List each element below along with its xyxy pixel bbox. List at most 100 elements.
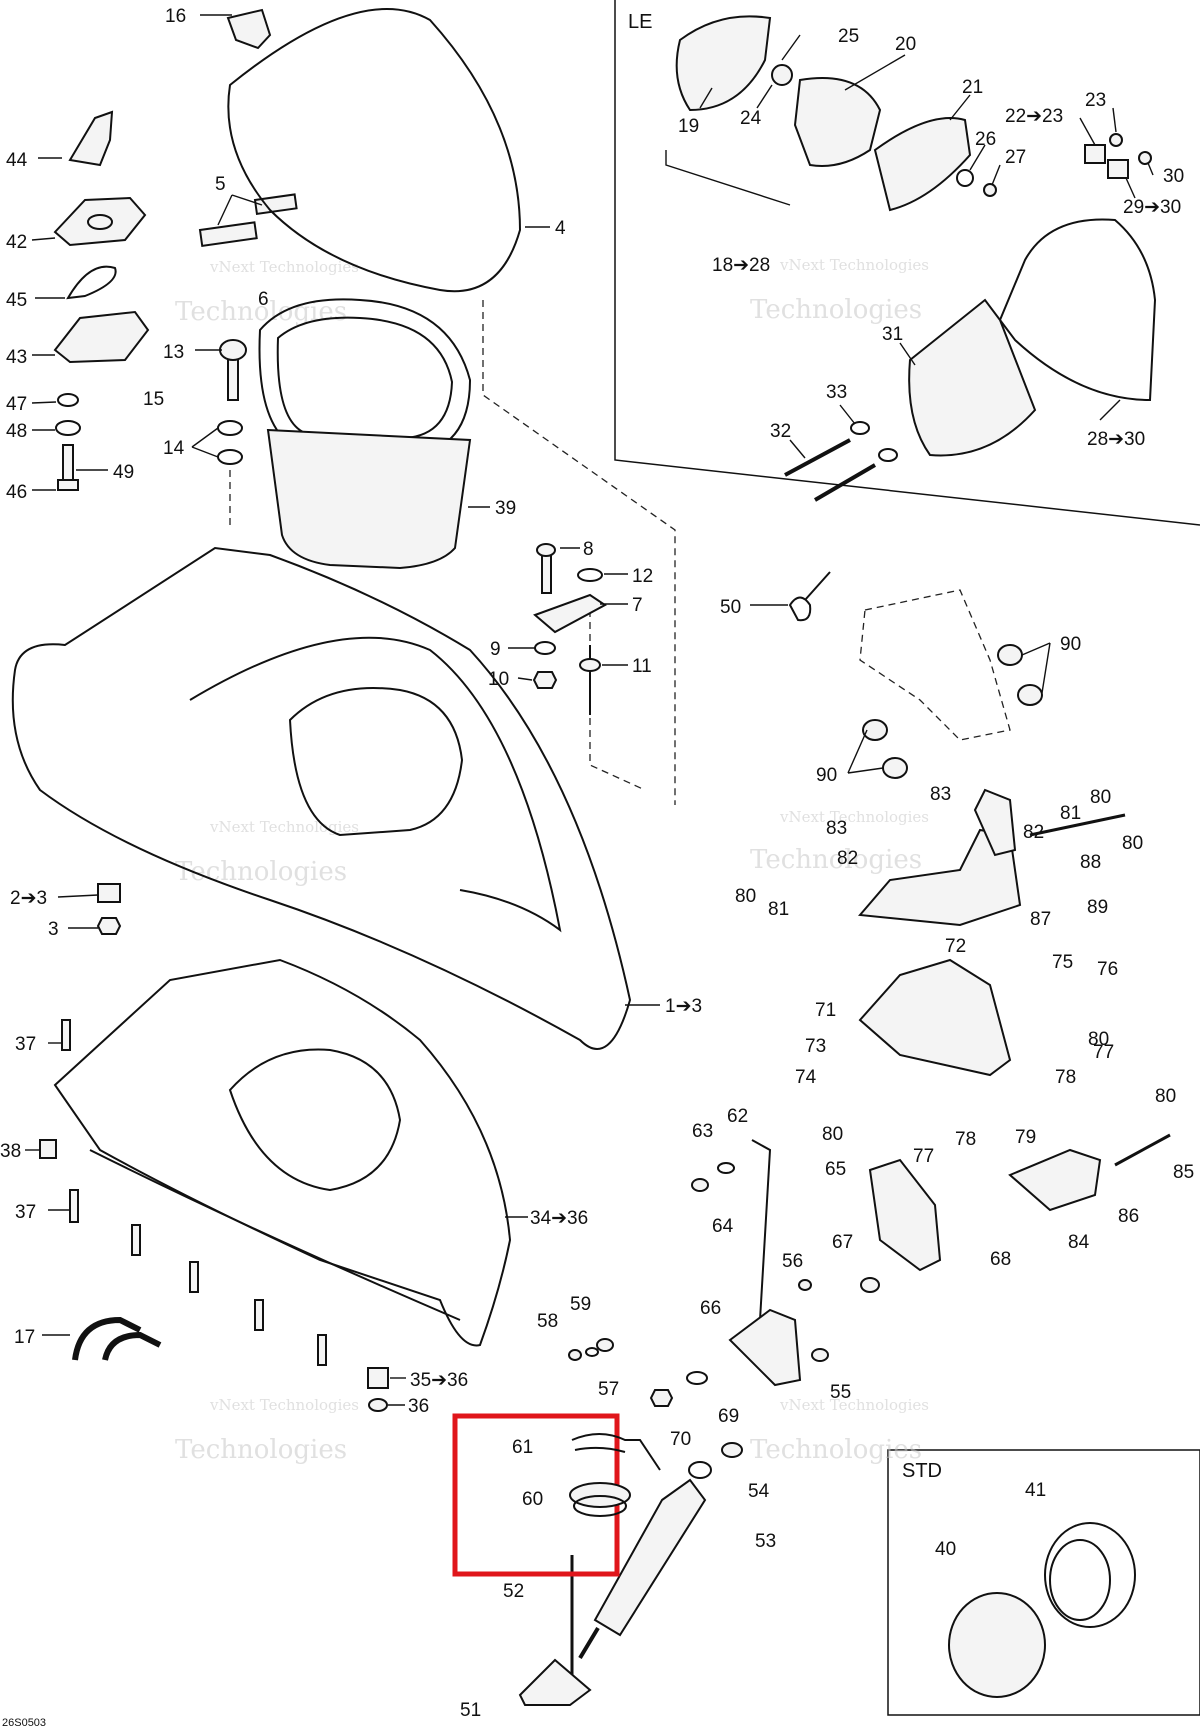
frame-section — [859, 589, 1011, 741]
svg-text:82: 82 — [837, 848, 858, 869]
drawing-code: 26S0503 — [2, 1717, 46, 1729]
svg-text:12: 12 — [632, 566, 653, 587]
svg-text:89: 89 — [1087, 897, 1108, 918]
svg-text:31: 31 — [882, 324, 903, 345]
svg-text:55: 55 — [830, 1382, 851, 1403]
part-16-clip — [226, 8, 272, 50]
part-85-bolt — [1114, 1133, 1171, 1167]
svg-text:33: 33 — [826, 382, 847, 403]
part-13-head — [219, 339, 247, 361]
part-11-head — [579, 658, 601, 672]
svg-text:57: 57 — [598, 1379, 619, 1400]
part-45-cable-tie — [66, 265, 117, 300]
svg-text:Technologies: Technologies — [750, 1435, 922, 1465]
svg-text:86: 86 — [1118, 1206, 1139, 1227]
part-6-seal-inner — [276, 316, 454, 440]
std-panel-frame — [887, 1449, 1200, 1716]
svg-text:37: 37 — [15, 1202, 36, 1223]
part-64-nut — [691, 1178, 709, 1192]
svg-text:42: 42 — [6, 232, 27, 253]
part-69-washer — [686, 1371, 708, 1385]
part-38-cap — [39, 1139, 57, 1159]
part-83-arm — [973, 788, 1017, 857]
svg-text:43: 43 — [6, 347, 27, 368]
part-90-grommet-d — [882, 757, 908, 779]
part-1-hood — [11, 546, 632, 1050]
part-26-spring — [956, 169, 974, 187]
part-46-bolt-head — [57, 479, 79, 491]
svg-text:Technologies: Technologies — [175, 857, 347, 887]
svg-text:36: 36 — [408, 1396, 429, 1417]
part-14-washer-b — [217, 449, 243, 465]
part-41-ring — [1044, 1522, 1136, 1628]
svg-text:81: 81 — [1060, 803, 1081, 824]
part-70-nut — [649, 1389, 674, 1407]
part-43-mount-base — [53, 310, 150, 364]
svg-text:19: 19 — [678, 116, 699, 137]
part-5-pad-a — [198, 221, 258, 247]
part-71-bracket — [858, 958, 1012, 1077]
part-67-bushing — [860, 1277, 880, 1293]
svg-text:23: 23 — [1085, 90, 1106, 111]
part-30-nut — [1138, 151, 1152, 165]
part-33-washer-b — [878, 448, 898, 462]
part-4-windshield — [227, 8, 522, 293]
svg-text:48: 48 — [6, 421, 27, 442]
svg-text:87: 87 — [1030, 909, 1051, 930]
svg-text:47: 47 — [6, 394, 27, 415]
svg-text:63: 63 — [692, 1121, 713, 1142]
svg-text:29➔30: 29➔30 — [1123, 197, 1181, 218]
svg-text:82: 82 — [1023, 822, 1044, 843]
svg-text:67: 67 — [832, 1232, 853, 1253]
le-panel-frame — [614, 0, 1200, 526]
svg-text:32: 32 — [770, 421, 791, 442]
part-48-washer — [55, 420, 81, 436]
part-9-washer — [534, 641, 556, 655]
svg-text:28➔30: 28➔30 — [1087, 429, 1145, 450]
part-3-nut — [96, 917, 122, 935]
svg-text:76: 76 — [1097, 959, 1118, 980]
part-44-bracket — [68, 110, 114, 167]
svg-text:3: 3 — [48, 919, 59, 940]
std-panel-label: STD — [902, 1460, 942, 1482]
svg-text:38: 38 — [0, 1141, 21, 1162]
part-42-hole — [87, 214, 113, 230]
part-58-nut — [568, 1349, 582, 1361]
svg-text:72: 72 — [945, 936, 966, 957]
part-19-cover — [675, 15, 772, 112]
part-42-mount — [53, 196, 147, 247]
part-28-mirror-housing — [998, 218, 1157, 402]
svg-text:13: 13 — [163, 342, 184, 363]
svg-text:30: 30 — [1163, 166, 1184, 187]
guide-windshield — [482, 300, 676, 805]
part-5-pad-b — [253, 193, 298, 215]
part-37-screw-b — [69, 1189, 79, 1223]
svg-text:21: 21 — [962, 77, 983, 98]
svg-text:37: 37 — [15, 1034, 36, 1055]
svg-text:71: 71 — [815, 1000, 836, 1021]
part-12-washer — [577, 568, 603, 582]
svg-text:69: 69 — [718, 1406, 739, 1427]
part-35-clip — [367, 1367, 389, 1389]
svg-text:7: 7 — [632, 595, 643, 616]
svg-text:1➔3: 1➔3 — [665, 996, 702, 1017]
svg-text:vNext Technologies: vNext Technologies — [779, 1396, 929, 1414]
svg-text:59: 59 — [570, 1294, 591, 1315]
part-10-nut — [532, 671, 558, 689]
part-90-grommet-a — [997, 644, 1023, 666]
guide-hinge — [589, 598, 646, 791]
svg-text:54: 54 — [748, 1481, 770, 1502]
part-55-bushing — [811, 1348, 829, 1362]
svg-text:vNext Technologies: vNext Technologies — [209, 1396, 359, 1414]
part-88-bolt — [1029, 813, 1126, 837]
leader-lines — [25, 14, 1154, 1406]
part-41-ring-inner — [1049, 1539, 1111, 1621]
svg-text:vNext Technologies: vNext Technologies — [779, 808, 929, 826]
part-54-fitting — [721, 1442, 743, 1458]
svg-text:20: 20 — [895, 34, 916, 55]
part-84-linkage — [1008, 1148, 1102, 1212]
svg-text:18➔28: 18➔28 — [712, 255, 770, 276]
svg-text:44: 44 — [6, 150, 28, 171]
svg-text:24: 24 — [740, 108, 762, 129]
